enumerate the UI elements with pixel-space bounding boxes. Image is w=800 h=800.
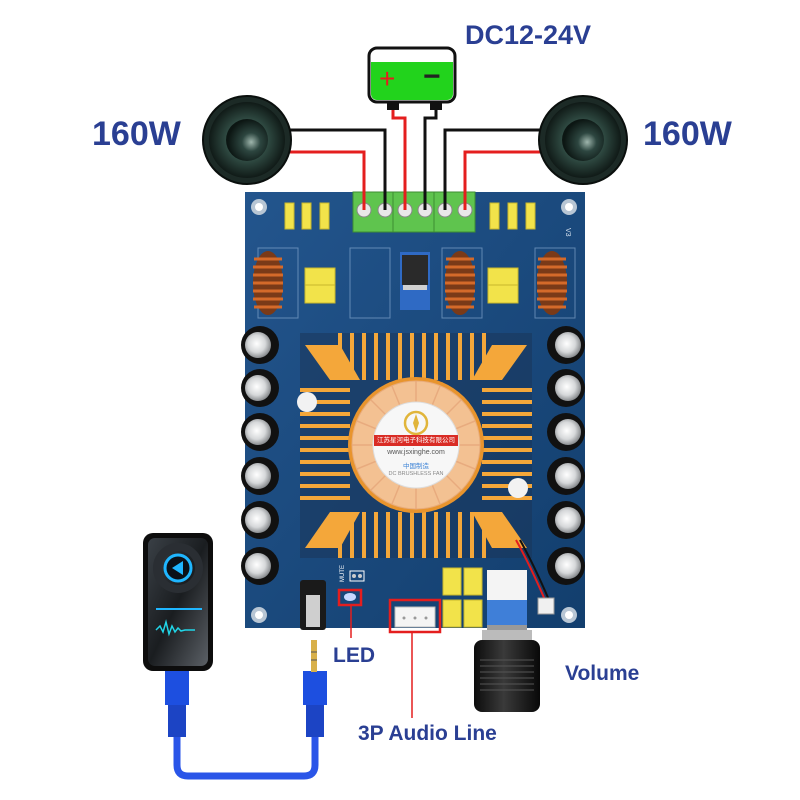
film-capacitor xyxy=(304,267,336,287)
led-indicator xyxy=(337,588,363,638)
svg-text:MUTE: MUTE xyxy=(340,565,346,582)
led-label: LED xyxy=(333,644,375,667)
fan-company-cn: 江苏星河电子科技有限公司 xyxy=(377,437,455,444)
audio-jack-3-5mm[interactable] xyxy=(300,580,326,630)
wiring xyxy=(290,110,540,210)
film-capacitor xyxy=(304,284,336,304)
battery-icon xyxy=(367,46,457,110)
mosfet-chip xyxy=(400,252,430,310)
audio-3p-connector[interactable] xyxy=(388,598,442,718)
film-capacitors-top-right xyxy=(489,202,536,230)
heatsink-post xyxy=(297,392,317,412)
electrolytic-capacitors-left xyxy=(241,326,279,585)
mounting-hole xyxy=(251,199,577,623)
heatsink-post xyxy=(508,478,528,498)
battery-positive-symbol: + xyxy=(379,63,396,94)
aux-cable xyxy=(165,640,327,780)
mute-header: MUTE xyxy=(340,565,365,582)
fan-type: DC BRUSHLESS FAN xyxy=(388,471,444,477)
cooling-fan xyxy=(351,380,481,510)
speaker-right-icon xyxy=(538,95,628,185)
volume-label: Volume xyxy=(565,662,640,685)
inductor-coils xyxy=(253,251,567,315)
waveform-icon xyxy=(155,619,195,637)
film-capacitor xyxy=(487,284,519,304)
film-capacitor xyxy=(487,267,519,287)
heatsink xyxy=(297,333,532,558)
power-voltage-label: DC12-24V xyxy=(465,20,592,50)
battery-negative-symbol: − xyxy=(423,60,441,93)
film-capacitors-bottom xyxy=(442,567,483,628)
speaker-left-icon xyxy=(202,95,292,185)
speaker-right-power-label: 160W xyxy=(643,115,732,153)
fan-connector xyxy=(515,539,555,615)
speaker-left-power-label: 160W xyxy=(92,115,181,153)
power-speaker-terminal-block xyxy=(352,191,476,233)
version-mark: V3 xyxy=(564,228,571,237)
play-icon xyxy=(172,561,183,575)
fan-website: www.jsxinghe.com xyxy=(387,449,445,456)
audio-player-device xyxy=(143,533,213,671)
volume-potentiometer[interactable] xyxy=(474,570,540,712)
fan-made-in: 中国制造 xyxy=(403,463,429,470)
film-capacitors-top-left xyxy=(284,202,330,230)
electrolytic-capacitors-right xyxy=(547,326,585,585)
audio-line-label: 3P Audio Line xyxy=(358,722,497,745)
